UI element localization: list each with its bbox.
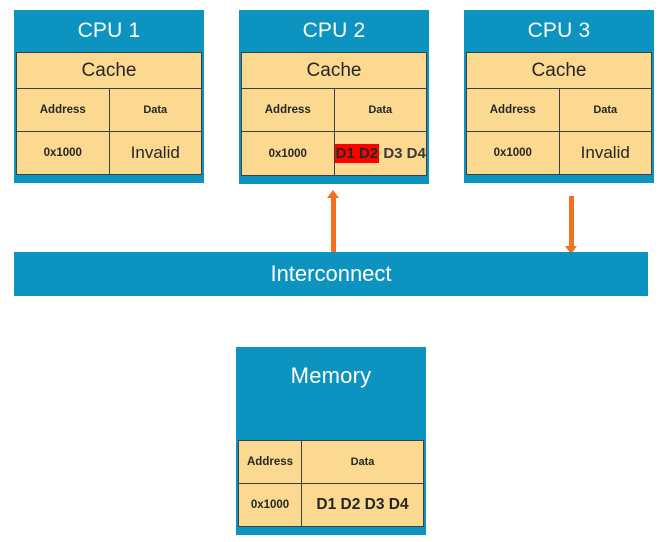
- cpu-2-cache-table: Cache Address Data 0x1000 D1 D2 D3 D4: [241, 52, 427, 177]
- table-row: Address Data: [16, 88, 202, 133]
- cpu-3-title: CPU 3: [527, 19, 591, 42]
- interconnect-bar: Interconnect: [14, 252, 648, 296]
- cpu-2-col-data: Data: [333, 88, 427, 133]
- cpu-block-3: CPU 3 Cache Address Data 0x1000 Invalid: [464, 10, 654, 184]
- memory-table: Address Data 0x1000 D1 D2 D3 D4: [238, 440, 424, 528]
- cpu-2-data-highlight: D1 D2: [334, 144, 380, 164]
- memory-col-data: Data: [301, 440, 424, 485]
- connector-cpu3-to-interconnect: [569, 196, 574, 248]
- table-row: Address Data: [466, 88, 652, 133]
- cpu-block-2: CPU 2 Cache Address Data 0x1000 D1 D2 D3…: [239, 10, 429, 185]
- cpu-2-col-address: Address: [241, 88, 335, 133]
- table-row: Cache: [466, 52, 652, 90]
- memory-block: Memory Address Data 0x1000 D1 D2 D3 D4: [236, 347, 426, 536]
- cpu-2-address-value: 0x1000: [241, 131, 335, 177]
- table-row: Address Data: [238, 440, 424, 485]
- cpu-3-col-data: Data: [558, 88, 652, 133]
- cpu-3-cache-label: Cache: [466, 52, 652, 90]
- cpu-2-data-rest: D3 D4: [383, 145, 426, 163]
- cpu-2-title: CPU 2: [302, 19, 366, 42]
- table-row: Cache: [16, 52, 202, 90]
- table-row: Address Data: [241, 88, 427, 133]
- cpu-1-address-value: 0x1000: [16, 131, 110, 176]
- table-row: 0x1000 Invalid: [16, 131, 202, 176]
- memory-title: Memory: [290, 363, 372, 388]
- table-row: Cache: [241, 52, 427, 90]
- memory-address-value: 0x1000: [238, 483, 302, 528]
- memory-data-value: D1 D2 D3 D4: [301, 483, 424, 528]
- cpu-1-title: CPU 1: [77, 19, 141, 42]
- cpu-1-col-address: Address: [16, 88, 110, 133]
- cpu-block-1: CPU 1 Cache Address Data 0x1000 Invalid: [14, 10, 204, 184]
- table-row: 0x1000 Invalid: [466, 131, 652, 176]
- connector-cpu2-to-interconnect: [331, 196, 336, 252]
- arrow-down-icon-cpu3: [565, 246, 577, 254]
- cpu-3-data-value: Invalid: [558, 131, 652, 176]
- table-row: 0x1000 D1 D2 D3 D4: [238, 483, 424, 528]
- cpu-2-cache-label: Cache: [241, 52, 427, 90]
- cpu-1-data-value: Invalid: [108, 131, 202, 176]
- memory-col-address: Address: [238, 440, 302, 485]
- cpu-3-address-value: 0x1000: [466, 131, 560, 176]
- cpu-3-col-address: Address: [466, 88, 560, 133]
- cpu-1-cache-table: Cache Address Data 0x1000 Invalid: [16, 52, 202, 176]
- cpu-2-data-value: D1 D2 D3 D4: [333, 131, 427, 177]
- arrow-up-icon-cpu2: [327, 190, 339, 198]
- cpu-1-cache-label: Cache: [16, 52, 202, 90]
- table-row: 0x1000 D1 D2 D3 D4: [241, 131, 427, 177]
- cpu-3-cache-table: Cache Address Data 0x1000 Invalid: [466, 52, 652, 176]
- cpu-1-col-data: Data: [108, 88, 202, 133]
